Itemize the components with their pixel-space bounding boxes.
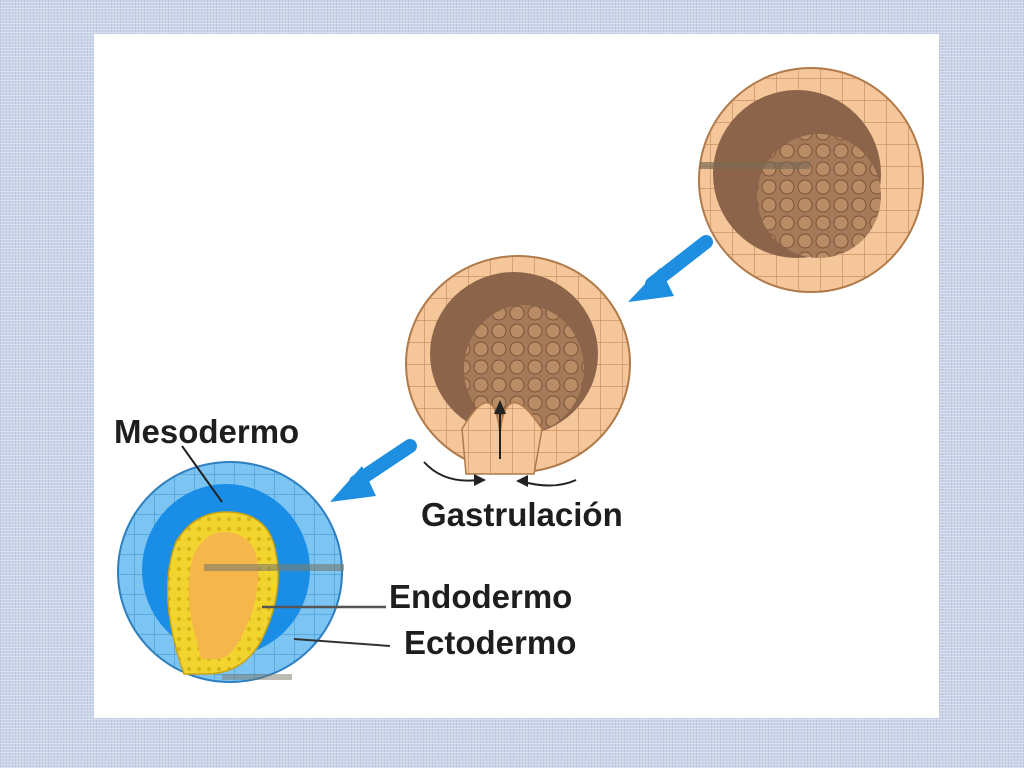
gastrula-embryo <box>405 255 631 487</box>
endodermo-label: Endodermo <box>389 578 573 615</box>
gastrulacion-label: Gastrulación <box>421 496 623 533</box>
late-gastrula-embryo <box>117 461 344 683</box>
ectodermo-label: Ectodermo <box>404 624 577 661</box>
ectodermo-leader-line <box>293 638 391 647</box>
mesodermo-leader-line <box>181 445 223 503</box>
slide-panel: Mesodermo Gastrulación Endodermo Ectoder… <box>94 34 939 718</box>
arrow-icon <box>628 235 713 302</box>
mesodermo-label: Mesodermo <box>114 413 300 450</box>
gastrulation-diagram <box>117 67 924 683</box>
blastula-embryo <box>698 67 924 293</box>
arrow-icon <box>330 439 417 502</box>
